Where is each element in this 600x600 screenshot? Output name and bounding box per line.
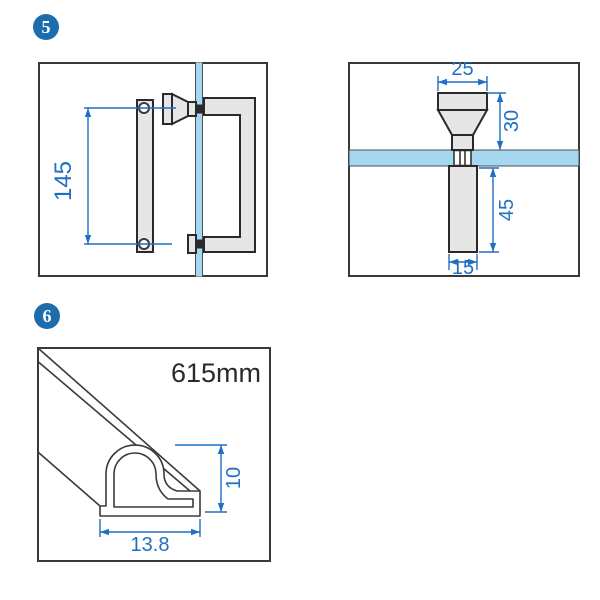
clamp-through-connector	[195, 239, 205, 249]
strip-extrusion-lines	[37, 347, 201, 507]
handle-section-view-figure: 25 30 45 15	[348, 62, 580, 277]
dimension-grip-width: 15	[448, 254, 478, 277]
knob-neck	[187, 101, 197, 117]
grip-cylinder	[448, 165, 478, 253]
dimension-profile-height-label: 10	[223, 467, 245, 489]
figure-frame	[348, 62, 580, 277]
knob-cap	[437, 92, 488, 111]
dimension-grip-length-label: 45	[496, 199, 518, 221]
seal-profile-inner	[113, 452, 194, 508]
dimension-grip-length: 45	[479, 167, 518, 253]
seal-profile-figure: 615mm 10 13.8	[37, 347, 271, 562]
dimension-profile-width-label: 13.8	[131, 534, 170, 556]
dimension-profile-height: 10	[175, 444, 245, 513]
bottom-clamp	[187, 234, 197, 254]
dimension-knob-height: 30	[487, 92, 523, 150]
item-5-badge: 5	[33, 14, 59, 40]
dimension-hole-spacing-label: 145	[50, 161, 77, 201]
dimension-profile-width: 13.8	[99, 519, 201, 556]
dimension-knob-height-label: 30	[501, 110, 523, 132]
knob-taper	[436, 109, 489, 136]
knob-through-connector	[195, 104, 205, 114]
glass-panel	[195, 62, 203, 277]
dimension-grip-width-label: 15	[452, 257, 474, 277]
knob-cap	[162, 93, 173, 125]
figure-frame	[38, 62, 268, 277]
strip-length-label: 615mm	[171, 358, 261, 388]
mounting-plate	[136, 99, 154, 253]
pull-handle	[203, 97, 256, 253]
handle-side-view-figure: 145	[38, 62, 268, 277]
dimension-hole-spacing: 145	[50, 107, 176, 245]
dimension-knob-width: 25	[437, 62, 488, 91]
knob-taper	[171, 92, 189, 126]
knob-stem	[453, 149, 472, 167]
item-6-badge: 6	[34, 303, 60, 329]
dimension-knob-width-label: 25	[451, 62, 473, 80]
figure-frame	[37, 347, 271, 562]
knob-neck	[451, 134, 474, 151]
